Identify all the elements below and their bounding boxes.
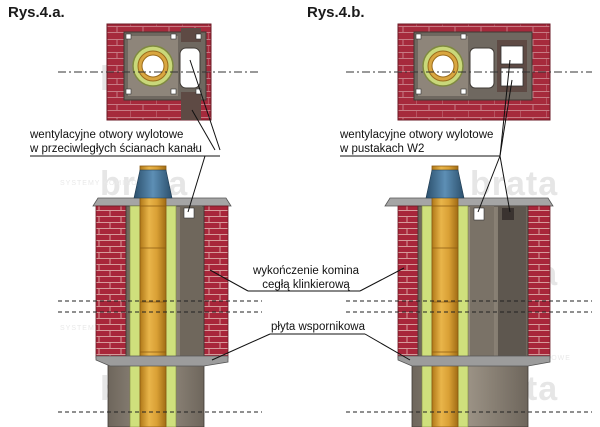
- plan-view-b: [346, 23, 592, 121]
- figure-title-a: Rys.4.a.: [8, 4, 65, 21]
- break-lines: [58, 300, 592, 413]
- elevation-view-a: [92, 165, 232, 427]
- label-line: w przeciwległych ścianach kanału: [30, 143, 202, 155]
- elevation-view-b: [384, 165, 554, 427]
- label-line: w pustakach W2: [340, 143, 425, 155]
- label-support-plate: płyta wspornikowa: [270, 320, 366, 334]
- label-line: wentylacyjne otwory wylotowe: [340, 129, 494, 141]
- figure-title-b: Rys.4.b.: [307, 4, 365, 21]
- label-vent-openings-b: wentylacyjne otwory wylotowe w pustakach…: [340, 128, 493, 156]
- label-vent-openings-a: wentylacyjne otwory wylotowe w przeciwle…: [30, 128, 202, 156]
- label-line: płyta wspornikowa: [271, 321, 365, 333]
- plan-view-a: [58, 23, 258, 121]
- label-line: cegłą klinkierową: [262, 279, 350, 291]
- label-line: wentylacyjne otwory wylotowe: [30, 129, 184, 141]
- watermark-sub: SYSTEMY KOMINOWE: [60, 180, 151, 187]
- label-line: wykończenie komina: [252, 265, 360, 277]
- leader-lines: [30, 59, 513, 361]
- label-brick-finish: wykończenie komina cegłą klinkierową: [250, 264, 362, 292]
